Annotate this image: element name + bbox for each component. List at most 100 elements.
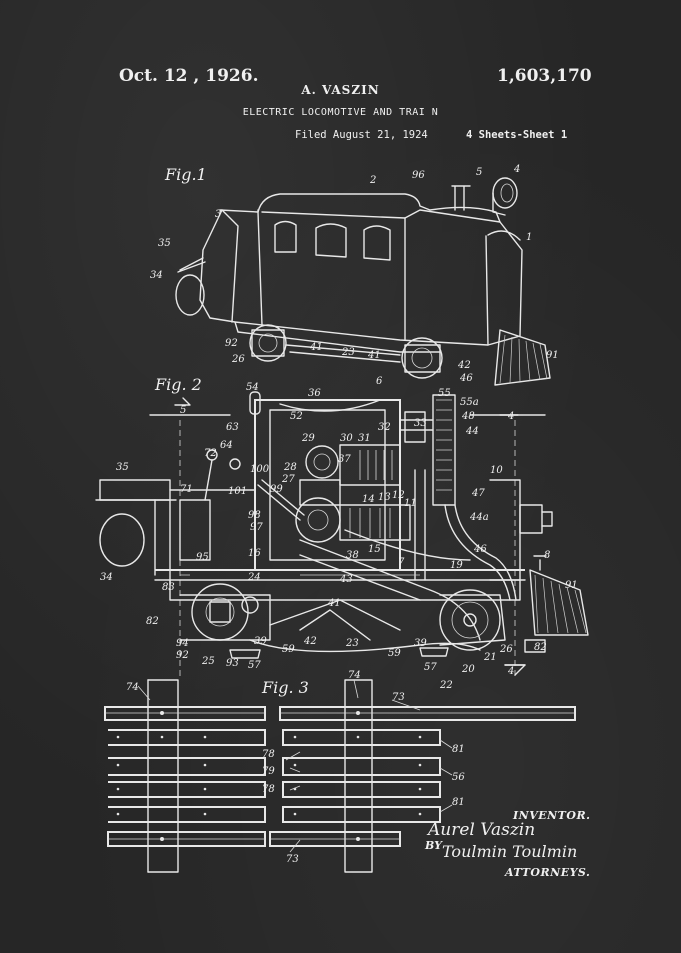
figure-1-label: Fig.1 (165, 165, 207, 184)
ref-numeral: 82 (534, 642, 547, 653)
ref-numeral: 4 (507, 411, 514, 422)
ref-numeral: 41 (367, 350, 381, 361)
ref-numeral: 81 (452, 744, 465, 755)
ref-numeral: 55a (460, 397, 479, 408)
fig1-locomotive (175, 177, 551, 386)
ref-numeral: 57 (424, 662, 437, 673)
ref-numeral: 30 (340, 433, 353, 444)
ref-numeral: 28 (283, 462, 297, 473)
ref-numeral: 44a (469, 512, 489, 523)
ref-numeral: 35 (158, 238, 171, 249)
ref-numeral: 25 (201, 656, 215, 667)
ref-numeral: 8 (544, 550, 550, 561)
patent-date: Oct. 12 , 1926. (119, 66, 259, 86)
ref-numeral: 73 (286, 854, 299, 865)
ref-numeral: 43 (339, 574, 353, 585)
ref-numeral: 23 (341, 347, 355, 358)
ref-numeral: 73 (392, 692, 405, 703)
ref-numeral: 55 (438, 388, 451, 399)
ref-numeral: 23 (345, 638, 359, 649)
attorney-signature: Toulmin Toulmin (442, 842, 578, 861)
ref-numeral: 46 (459, 373, 473, 384)
ref-numeral: 98 (248, 510, 261, 521)
ref-numeral: 47 (471, 488, 485, 499)
ref-numeral: 46 (473, 544, 487, 555)
ref-numeral: 5 (180, 405, 186, 416)
ref-numeral: 34 (150, 270, 163, 281)
ref-numeral: 41 (309, 342, 323, 353)
ref-numeral: 39 (414, 638, 427, 649)
ref-numeral: 24 (247, 572, 261, 583)
ref-numeral: 4 (507, 666, 514, 677)
ref-numeral: 33 (414, 418, 427, 429)
inventor-name-header: A. VASZIN (301, 83, 380, 97)
ref-numeral: 48 (461, 411, 475, 422)
ref-numeral: 63 (226, 422, 239, 433)
fig3-numerals: 74 74 73 78 81 79 56 78 81 73 (126, 670, 465, 865)
ref-numeral: 11 (404, 498, 417, 509)
ref-numeral: 21 (483, 652, 497, 663)
ref-numeral: 97 (250, 522, 263, 533)
ref-numeral: 93 (226, 658, 239, 669)
ref-numeral: 59 (388, 648, 401, 659)
ref-numeral: 14 (362, 494, 375, 505)
ref-numeral: 79 (262, 766, 275, 777)
ref-numeral: 34 (100, 572, 113, 583)
patent-title: ELECTRIC LOCOMOTIVE AND TRAI N (242, 107, 439, 118)
ref-numeral: 82 (146, 616, 159, 627)
ref-numeral: 27 (281, 474, 295, 485)
inventor-signature: Aurel Vaszin (428, 820, 536, 840)
ref-numeral: 42 (457, 360, 471, 371)
ref-numeral: 57 (248, 660, 261, 671)
ref-numeral: 10 (490, 465, 503, 476)
attorneys-label: ATTORNEYS. (505, 866, 591, 879)
patent-number: 1,603,170 (497, 66, 592, 86)
ref-numeral: 72 (204, 448, 217, 459)
ref-numeral: 95 (196, 552, 209, 563)
by-label: BY (425, 839, 442, 852)
ref-numeral: 2 (369, 175, 376, 186)
ref-numeral: 54 (246, 382, 259, 393)
figure-2-label: Fig. 2 (155, 375, 202, 394)
ref-numeral: 26 (499, 644, 513, 655)
ref-numeral: 74 (126, 682, 139, 693)
ref-numeral: 91 (546, 350, 559, 361)
ref-numeral: 7 (398, 557, 405, 568)
ref-numeral: 1 (526, 232, 532, 243)
ref-numeral: 36 (308, 388, 321, 399)
ref-numeral: 56 (452, 772, 465, 783)
ref-numeral: 26 (231, 354, 245, 365)
ref-numeral: 96 (412, 170, 425, 181)
fig2-section (95, 391, 589, 680)
ref-numeral: 38 (346, 550, 359, 561)
filed-date: Filed August 21, 1924 (295, 129, 428, 141)
ref-numeral: 101 (228, 486, 247, 497)
ref-numeral: 52 (290, 411, 303, 422)
ref-numeral: 15 (368, 544, 381, 555)
ref-numeral: 39 (254, 636, 267, 647)
fig2-numerals: 54 36 6 55 55a 63 52 32 33 48 44 4 5 64 … (100, 376, 578, 691)
ref-numeral: 78 (262, 784, 275, 795)
ref-numeral: 37 (338, 454, 351, 465)
ref-numeral: 12 (392, 490, 405, 501)
ref-numeral: 35 (116, 462, 129, 473)
ref-numeral: 92 (176, 650, 189, 661)
ref-numeral: 71 (180, 484, 193, 495)
ref-numeral: 59 (282, 644, 295, 655)
ref-numeral: 64 (220, 440, 233, 451)
ref-numeral: 100 (250, 464, 270, 475)
ref-numeral: 44 (465, 426, 479, 437)
ref-numeral: 78 (262, 749, 275, 760)
ref-numeral: 13 (378, 492, 391, 503)
ref-numeral: 5 (476, 167, 482, 178)
ref-numeral: 20 (461, 664, 475, 675)
fig1-numerals: 2 96 5 4 3 35 34 1 92 26 41 23 41 42 46 … (150, 164, 559, 384)
ref-numeral: 42 (303, 636, 317, 647)
figure-3-label: Fig. 3 (262, 678, 309, 697)
ref-numeral: 91 (565, 580, 578, 591)
ref-numeral: 41 (327, 598, 341, 609)
ref-numeral: 6 (376, 376, 383, 387)
inventor-label: INVENTOR. (513, 809, 591, 822)
ref-numeral: 3 (215, 209, 221, 220)
